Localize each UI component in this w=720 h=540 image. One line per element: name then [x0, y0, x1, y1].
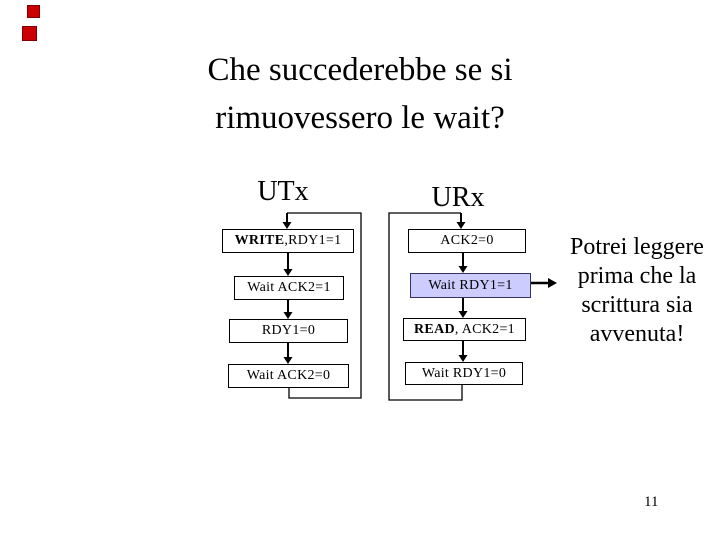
- box-text: ,RDY1=1: [284, 233, 342, 248]
- slide-title-line1: Che succederebbe se si: [207, 52, 513, 88]
- flowchart-header-utx: UTx: [257, 176, 309, 207]
- annotation-line: avvenuta!: [589, 321, 685, 347]
- highlight-callout-arrow: [531, 278, 557, 288]
- flowchart-box-write-rdy1: WRITE,RDY1=1: [222, 229, 354, 253]
- box-text-bold: READ: [414, 321, 455, 337]
- flowchart-box-wait-rdy1-1: Wait RDY1=1: [410, 273, 531, 298]
- box-text: RDY1=0: [261, 323, 316, 338]
- callout-arrowhead-icon: [548, 278, 557, 288]
- annotation-line: Potrei leggere: [570, 234, 704, 260]
- flowchart-box-read-ack2-1: READ, ACK2=1: [403, 318, 526, 341]
- annotation-line: prima che la: [577, 263, 697, 289]
- flowchart-box-rdy1-0: RDY1=0: [229, 319, 348, 343]
- slide-title-line2: rimuovessero le wait?: [215, 100, 505, 136]
- annotation-line: scrittura sia: [581, 292, 693, 318]
- flowchart-box-wait-rdy1-0: Wait RDY1=0: [405, 362, 523, 385]
- annotation-text: Potrei leggere prima che la scrittura si…: [559, 233, 715, 349]
- flowchart-header-urx: URx: [431, 182, 485, 213]
- page-number: 11: [644, 494, 659, 510]
- red-square-icon: [27, 5, 40, 18]
- box-text: Wait ACK2=0: [246, 368, 331, 383]
- box-text-bold: WRITE: [234, 233, 285, 248]
- flowchart-box-wait-ack2-0: Wait ACK2=0: [228, 364, 349, 388]
- urx-loop-arrowhead-icon: [456, 222, 466, 229]
- box-text: Wait RDY1=1: [428, 277, 513, 293]
- red-square-icon: [22, 26, 37, 41]
- box-text: Wait ACK2=1: [247, 280, 331, 295]
- slide-title: Che succederebbe se si rimuovessero le w…: [0, 46, 720, 142]
- flowchart-box-ack2-0: ACK2=0: [408, 229, 526, 253]
- box-text: , ACK2=1: [454, 321, 515, 337]
- flowchart-box-wait-ack2-1: Wait ACK2=1: [234, 276, 344, 300]
- utx-loop-arrowhead-icon: [282, 222, 292, 229]
- box-text: Wait RDY1=0: [421, 365, 507, 381]
- box-text: ACK2=0: [440, 233, 494, 248]
